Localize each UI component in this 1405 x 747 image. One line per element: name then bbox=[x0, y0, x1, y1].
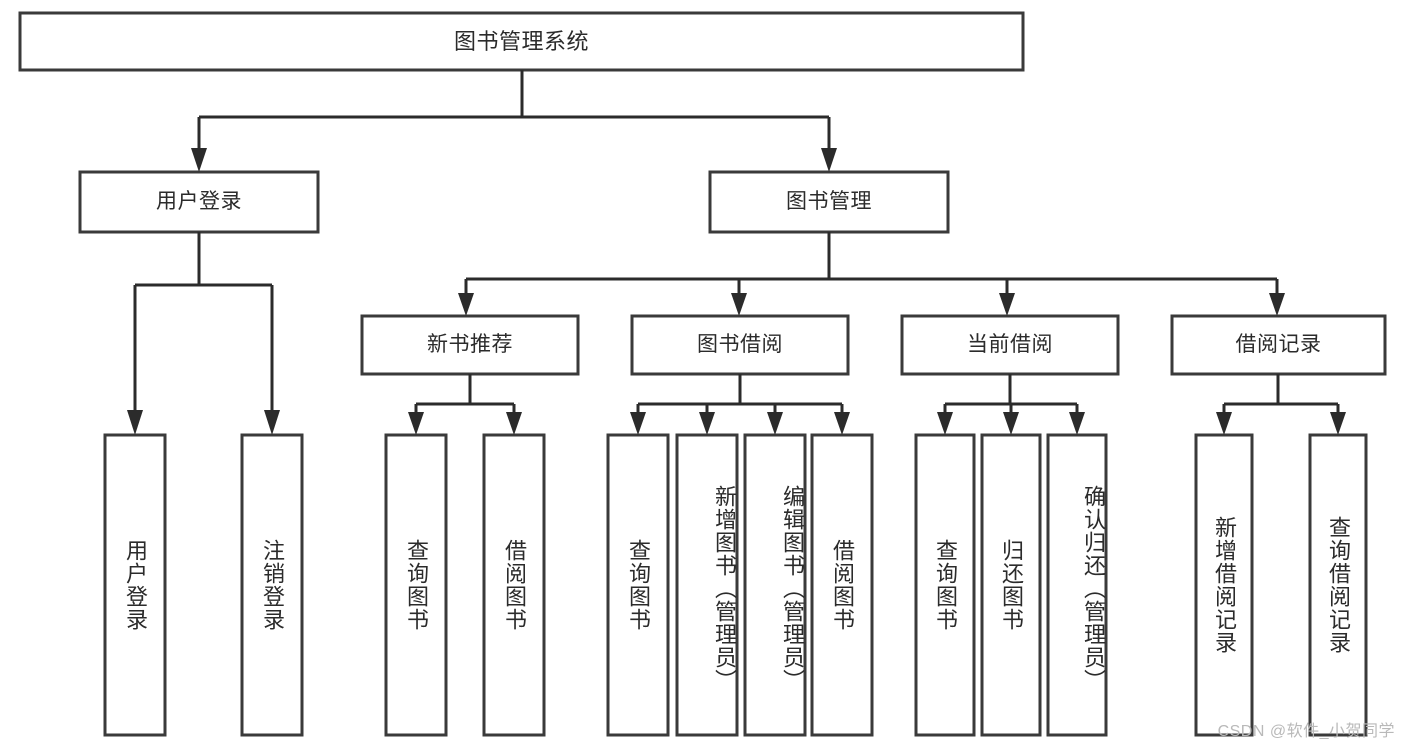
arrow-head-icon bbox=[1003, 412, 1019, 435]
watermark-text: CSDN @软件_小贺同学 bbox=[1217, 723, 1395, 740]
arrow-head-icon bbox=[630, 412, 646, 435]
node-box-root[interactable] bbox=[18, 11, 1025, 72]
node-box-leaf-edit-book[interactable] bbox=[743, 433, 807, 737]
node-box-borrow-record[interactable] bbox=[1170, 314, 1387, 376]
arrow-head-icon bbox=[458, 293, 474, 316]
node-box-book-management[interactable] bbox=[708, 170, 950, 234]
arrow-head-icon bbox=[767, 412, 783, 435]
arrow-head-icon bbox=[821, 148, 837, 172]
node-box-leaf-add-book[interactable] bbox=[675, 433, 739, 737]
connector-book-management-to-level2 bbox=[458, 232, 1285, 316]
arrow-head-icon bbox=[999, 293, 1015, 316]
arrow-head-icon bbox=[699, 412, 715, 435]
connector-borrow-record-to-leaves bbox=[1216, 374, 1346, 435]
node-box-leaf-add-borrow-record[interactable] bbox=[1194, 433, 1254, 737]
arrow-head-icon bbox=[1269, 293, 1285, 316]
node-box-leaf-user-logout[interactable] bbox=[240, 433, 304, 737]
arrow-head-icon bbox=[264, 410, 280, 435]
arrow-head-icon bbox=[127, 410, 143, 435]
node-box-leaf-borrow-book[interactable] bbox=[810, 433, 874, 737]
arrow-head-icon bbox=[191, 148, 207, 172]
arrow-head-icon bbox=[408, 412, 424, 435]
node-box-leaf-query-book-current[interactable] bbox=[914, 433, 976, 737]
node-box-book-borrow[interactable] bbox=[630, 314, 850, 376]
node-box-leaf-return-book[interactable] bbox=[980, 433, 1042, 737]
connector-root-to-level1 bbox=[191, 70, 837, 172]
arrow-head-icon bbox=[937, 412, 953, 435]
node-box-user-login[interactable] bbox=[78, 170, 320, 234]
connector-new-book-recommend-to-leaves bbox=[408, 374, 522, 435]
node-box-leaf-query-book-borrow[interactable] bbox=[606, 433, 670, 737]
node-box-current-borrow[interactable] bbox=[900, 314, 1120, 376]
connector-book-borrow-to-leaves bbox=[630, 374, 850, 435]
arrow-head-icon bbox=[1330, 412, 1346, 435]
arrow-head-icon bbox=[1216, 412, 1232, 435]
connector-user-login-to-leaves bbox=[127, 232, 280, 435]
node-box-leaf-user-login[interactable] bbox=[103, 433, 167, 737]
node-box-leaf-borrow-book-recommend[interactable] bbox=[482, 433, 546, 737]
connector-current-borrow-to-leaves bbox=[937, 374, 1085, 435]
node-box-leaf-query-borrow-record[interactable] bbox=[1308, 433, 1368, 737]
node-box-new-book-recommend[interactable] bbox=[360, 314, 580, 376]
node-box-leaf-confirm-return[interactable] bbox=[1046, 433, 1108, 737]
arrow-head-icon bbox=[834, 412, 850, 435]
node-box-leaf-query-book-recommend[interactable] bbox=[384, 433, 448, 737]
arrow-head-icon bbox=[506, 412, 522, 435]
arrow-head-icon bbox=[731, 293, 747, 316]
arrow-head-icon bbox=[1069, 412, 1085, 435]
